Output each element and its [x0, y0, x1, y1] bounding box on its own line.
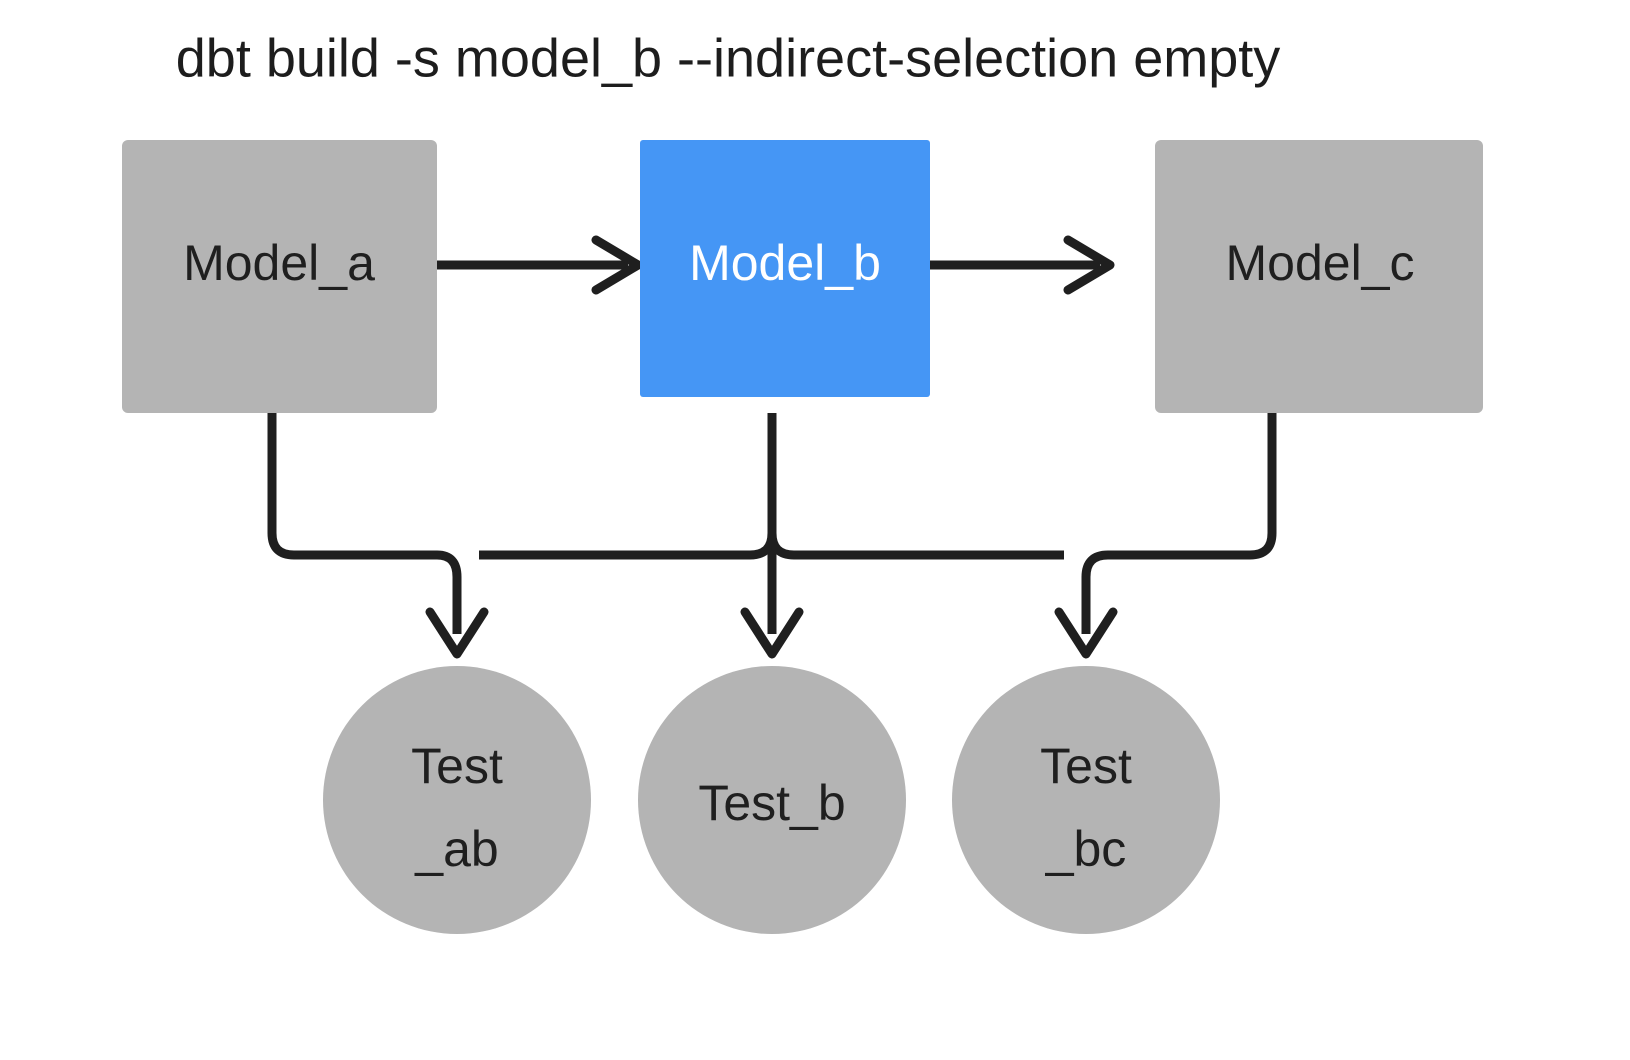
test-bc-label-line2: _bc — [1045, 821, 1127, 877]
edge-model-b-to-test-b — [740, 413, 804, 659]
model-node-model-b[interactable]: Model_b — [640, 140, 930, 397]
test-node-test-ab[interactable]: Test _ab — [323, 666, 591, 934]
model-node-model-a[interactable]: Model_a — [122, 140, 437, 413]
model-b-rect[interactable] — [640, 140, 930, 397]
edge-model-c-to-test-bc — [1054, 413, 1277, 659]
edge-model-b-to-model-c — [930, 235, 1115, 295]
model-b-label: Model_b — [689, 235, 881, 291]
test-ab-label-line1: Test — [411, 738, 503, 794]
model-node-model-c[interactable]: Model_c — [1155, 140, 1483, 413]
model-c-label: Model_c — [1226, 235, 1415, 291]
model-c-rect[interactable] — [1155, 140, 1483, 413]
test-ab-circle[interactable] — [323, 666, 591, 934]
edge-layer — [267, 235, 1277, 659]
model-a-label: Model_a — [183, 235, 375, 291]
model-a-rect[interactable] — [122, 140, 437, 413]
test-node-test-bc[interactable]: Test _bc — [952, 666, 1220, 934]
test-ab-label-line2: _ab — [414, 821, 498, 877]
edge-model-a-to-test-ab — [267, 413, 489, 659]
test-bc-circle[interactable] — [952, 666, 1220, 934]
edge-model-b-to-test-ab — [479, 532, 777, 560]
diagram-title: dbt build -s model_b --indirect-selectio… — [176, 28, 1281, 88]
test-bc-label-line1: Test — [1040, 738, 1132, 794]
test-b-circle[interactable] — [638, 666, 906, 934]
edge-model-b-to-test-bc — [767, 532, 1064, 560]
test-b-label-line1: Test_b — [698, 775, 845, 831]
edge-model-a-to-model-b — [437, 235, 643, 295]
test-node-test-b[interactable]: Test_b — [638, 666, 906, 934]
